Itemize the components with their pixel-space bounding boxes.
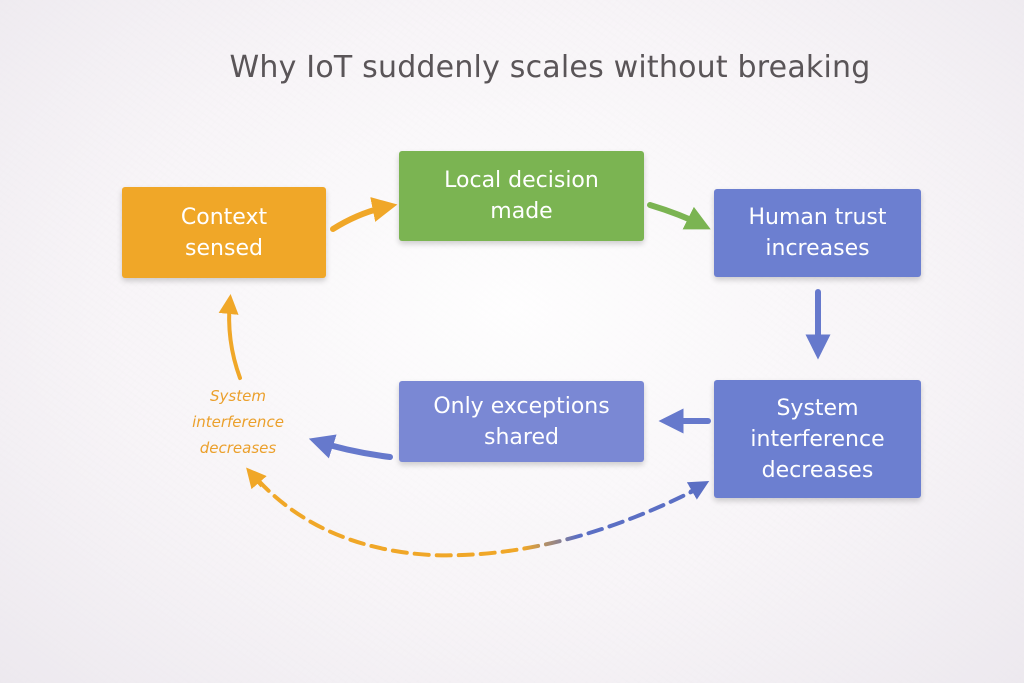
arrow-label-to-context xyxy=(218,294,242,380)
node-label: Only exceptions shared xyxy=(433,393,610,450)
side-label-system-interference: System interference decreases xyxy=(192,387,284,457)
node-system-interference-decreases: System interference decreases xyxy=(714,380,921,498)
node-local-decision-made: Local decision made xyxy=(399,151,644,241)
dashed-curve-arrowhead-left xyxy=(246,467,267,490)
node-label: Human trust increases xyxy=(748,205,887,261)
node-context-sensed: Context sensed xyxy=(122,187,326,278)
node-human-trust-increases: Human trust increases xyxy=(714,189,921,277)
node-only-exceptions-shared: Only exceptions shared xyxy=(399,381,644,462)
node-label: System interference decreases xyxy=(750,395,885,483)
arrow-decision-to-trust xyxy=(647,202,711,230)
node-label: Local decision made xyxy=(444,168,599,224)
node-label: Context sensed xyxy=(180,204,268,261)
arrow-exceptions-to-label xyxy=(308,434,393,460)
diagram-title: Why IoT suddenly scales without breaking xyxy=(229,50,871,85)
dashed-feedback-curve xyxy=(254,476,705,558)
arrow-context-to-decision xyxy=(330,197,398,232)
dashed-curve-arrowhead-right xyxy=(686,481,710,500)
